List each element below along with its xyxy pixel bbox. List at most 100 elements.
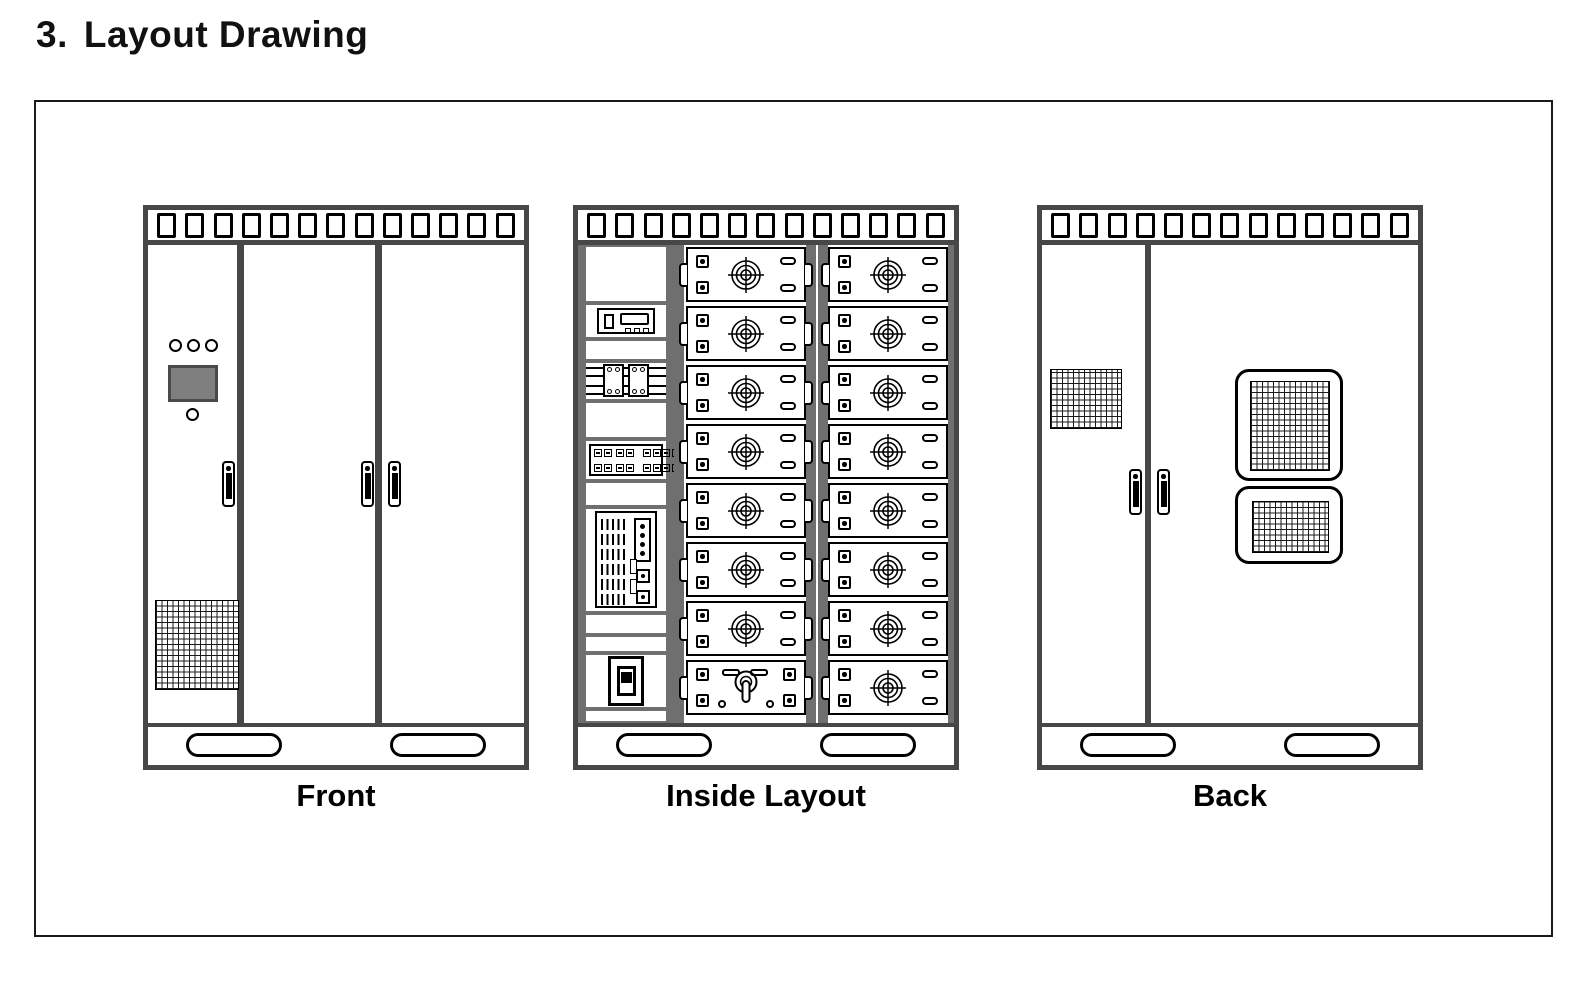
ventilation-grille — [1050, 369, 1122, 429]
module-handle — [922, 520, 938, 528]
terminal-cell — [652, 464, 661, 472]
fastener-screw — [696, 550, 709, 563]
fastener-screw — [696, 281, 709, 294]
battery-module — [679, 483, 813, 538]
battery-module — [821, 483, 948, 538]
terminal-block — [589, 444, 680, 476]
fastener-screw — [696, 399, 709, 412]
mounting-tab — [679, 557, 687, 582]
door-handle — [1157, 469, 1170, 515]
module-handle — [922, 402, 938, 410]
forklift-slot — [616, 733, 712, 757]
fastener-screw — [838, 373, 851, 386]
mounting-tab — [805, 498, 813, 523]
fastener-screw — [636, 590, 650, 604]
wiring-rail — [586, 375, 666, 377]
vent-slot — [326, 212, 346, 238]
vent-slot — [615, 212, 635, 238]
fastener-screw — [838, 694, 851, 707]
display-screen — [168, 365, 218, 402]
top-vent-panel — [148, 210, 524, 245]
module-handle — [780, 402, 796, 410]
module-handle — [780, 434, 796, 442]
section-heading: 3. Layout Drawing — [36, 14, 368, 56]
terminal-cell — [616, 464, 624, 472]
module-handle — [780, 257, 796, 265]
vent-slot — [587, 212, 607, 238]
module-handle — [922, 343, 938, 351]
vent-slot — [1192, 212, 1212, 238]
mounting-tab — [679, 380, 687, 405]
round-handle-icon — [870, 433, 906, 470]
module-handle — [922, 579, 938, 587]
circuit-breaker — [628, 364, 649, 397]
module-handle — [780, 343, 796, 351]
rack-rail — [818, 245, 828, 723]
status-led-column — [634, 518, 651, 562]
vent-slot — [411, 212, 431, 238]
vent-slot — [812, 212, 832, 238]
view-label-back: Back — [1192, 778, 1268, 813]
mounting-tab — [821, 262, 829, 287]
fastener-screw — [696, 517, 709, 530]
view-label-front: Front — [296, 778, 376, 813]
fastener-screw — [696, 458, 709, 471]
mounting-tab — [805, 439, 813, 464]
mounting-tab — [805, 380, 813, 405]
vent-row — [1042, 210, 1418, 240]
breaker-terminal — [607, 367, 613, 372]
module-handle — [922, 552, 938, 560]
wiring-rail — [586, 367, 666, 369]
vent-slot — [185, 212, 205, 238]
air-conditioner-upper — [1235, 369, 1343, 481]
vent-slot — [439, 212, 459, 238]
door-handle — [361, 461, 374, 507]
battery-module — [821, 306, 948, 361]
vent-slot — [157, 212, 177, 238]
switch-actuator — [616, 666, 636, 696]
terminal-cell — [652, 449, 661, 457]
back-doors — [1042, 245, 1418, 723]
round-handle-icon — [728, 315, 764, 352]
battery-stack — [821, 247, 948, 715]
fastener-screw — [636, 569, 650, 583]
vent-slot — [728, 212, 748, 238]
indicator-light — [187, 339, 200, 352]
round-handle-icon — [870, 610, 906, 647]
door-handle — [222, 461, 235, 507]
cabinet-back — [1037, 205, 1423, 770]
empty-section — [586, 247, 666, 301]
fastener-screw — [696, 255, 709, 268]
air-conditioner-grille — [1252, 501, 1329, 553]
fastener-screw — [838, 550, 851, 563]
fastener-screw — [838, 281, 851, 294]
status-led — [640, 533, 645, 538]
battery-column-left — [679, 245, 813, 719]
module-handle — [780, 520, 796, 528]
vent-slot — [495, 212, 515, 238]
round-handle-icon — [870, 669, 906, 706]
fastener-screw — [838, 255, 851, 268]
fastener-screw — [696, 635, 709, 648]
vent-slot — [869, 212, 889, 238]
switch-section — [586, 655, 666, 707]
back-view: Back — [1037, 205, 1423, 814]
module-handle — [780, 611, 796, 619]
battery-module — [679, 424, 813, 479]
air-conditioner-grille — [1250, 381, 1330, 471]
rack-rail — [806, 245, 816, 723]
front-doors — [148, 245, 524, 723]
module-handle — [922, 611, 938, 619]
power-supply-section — [586, 509, 666, 611]
round-handle-icon — [870, 256, 906, 293]
terminal-cell — [603, 464, 612, 472]
status-led — [640, 524, 645, 529]
breaker-terminal — [614, 367, 620, 372]
round-handle-icon — [870, 551, 906, 588]
terminal-cell — [625, 464, 634, 472]
module-handle — [780, 316, 796, 324]
layout-drawing-figure: Front — [34, 100, 1553, 937]
battery-stack — [679, 247, 813, 656]
wiring-rail — [586, 393, 666, 395]
vent-slot — [213, 212, 233, 238]
